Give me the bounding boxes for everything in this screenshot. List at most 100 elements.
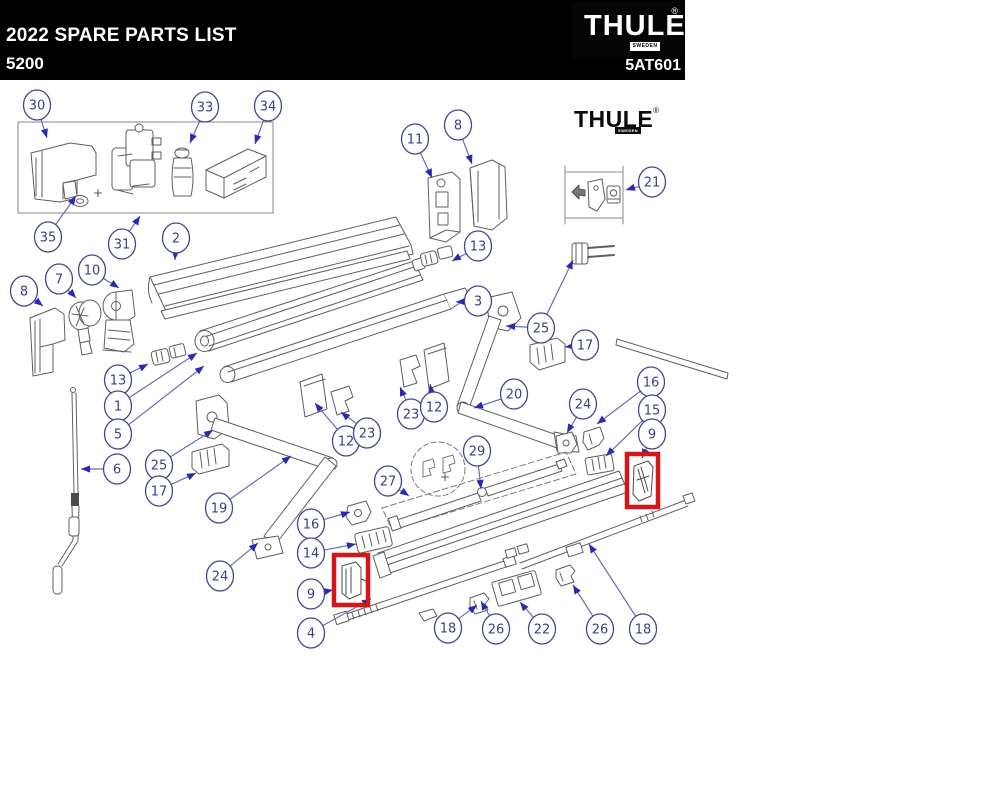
clip-pair-left [299,373,354,418]
callout-number: 18 [635,623,652,638]
tension-rafter [381,451,577,532]
callout-circle [499,378,529,410]
leader-arrowhead [194,366,204,375]
callout-number: 11 [407,133,424,148]
awning-case-profile [147,216,414,320]
callout-5: 5 [103,365,205,450]
callout-circle [463,230,493,262]
callout-24: 24 [566,388,598,434]
callout-number: 25 [151,459,168,474]
roller-coupler-left [150,343,187,366]
leader-arrowhead [346,542,356,550]
callout-35: 35 [33,195,77,253]
callout-number: 24 [212,570,229,585]
header-bar: 2022 SPARE PARTS LIST 5200 THULE ® SWEDE… [0,0,685,80]
callout-number: 19 [211,502,228,517]
callout-21: 21 [625,166,667,198]
leader-arrowhead [597,415,607,424]
callout-number: 5 [114,428,122,443]
callout-number: 17 [577,339,594,354]
callout-15: 15 [605,394,667,457]
callout-number: 1 [114,400,122,415]
callout-19: 19 [204,455,292,524]
callout-17: 17 [564,329,600,361]
callout-circle [527,613,557,645]
roller-tube [194,257,426,352]
callout-9: 9 [296,578,334,610]
callout-circle [190,91,220,123]
product-code: 5AT601 [625,57,681,74]
callout-number: 23 [359,427,376,442]
callout-number: 26 [488,623,505,638]
callout-circle [144,475,174,507]
leader-arrowhead [474,401,484,409]
detail-circle [410,441,466,497]
leader-arrowhead [340,511,350,519]
callout-29: 29 [462,435,492,490]
callout-circle [481,613,511,645]
callout-number: 20 [506,388,523,403]
leader-arrowhead [281,456,291,465]
thule-logo: THULE ® SWEDEN [572,2,685,58]
leader-arrowhead [520,602,529,612]
leader-arrowhead [626,183,636,191]
left-end-cap [29,307,66,377]
foot-bracket-16-left [345,500,372,526]
callout-circle [637,418,667,450]
callout-circle [352,417,382,449]
callout-number: 7 [55,273,63,288]
rail-block-14 [354,526,393,554]
callout-circle [570,329,600,361]
callout-number: 6 [113,463,121,478]
leader-arrowhead [425,168,432,178]
callout-1: 1 [103,352,198,422]
leader-arrowhead [33,297,43,306]
leader-arrowhead [132,216,140,226]
fabric-roll [219,287,471,383]
gear-wheel-part [68,299,102,356]
foot-bracket-24-right [555,431,578,454]
leader-arrowhead [427,384,436,394]
leader-arrowhead [67,196,76,206]
callout-26: 26 [572,584,615,645]
end-cap-9-right [632,460,654,502]
leader-arrowhead [81,465,90,473]
callout-number: 9 [648,428,656,443]
leader-arrowhead [399,487,409,496]
crank-rod [52,387,80,595]
callout-circle [161,222,191,254]
callout-circle [296,537,326,569]
callout-34: 34 [253,90,283,145]
registered-mark: ® [671,6,678,16]
leader-arrowhead [573,585,581,595]
callout-number: 9 [307,588,315,603]
thule-watermark: THULE® SWEDEN [574,106,659,136]
callout-26: 26 [480,600,511,645]
callout-number: 12 [338,435,355,450]
callout-12: 12 [314,402,361,457]
callout-30: 30 [22,89,52,139]
callout-number: 34 [260,100,277,115]
leader-arrowhead [138,364,148,372]
callout-circle [373,465,403,497]
leader-line [128,365,205,426]
callout-13: 13 [451,230,493,262]
leader-arrowhead [187,353,197,362]
leader-arrowhead [341,412,351,421]
callout-23: 23 [396,386,426,430]
leader-arrowhead [40,128,48,138]
callout-circle [400,123,430,155]
callout-number: 2 [172,232,180,247]
callout-circle [253,90,283,122]
callout-number: 8 [454,119,462,134]
mounting-bracket-11 [427,171,461,243]
callout-number: 31 [114,238,131,253]
rail-18-right [519,492,696,570]
callout-18: 18 [588,543,658,645]
leader-arrowhead [456,297,466,306]
end-cap-9-left [341,561,367,600]
callout-number: 15 [644,404,661,419]
callout-17: 17 [144,472,197,507]
page-title: 2022 SPARE PARTS LIST [6,25,237,46]
clip-26-right [555,564,576,587]
